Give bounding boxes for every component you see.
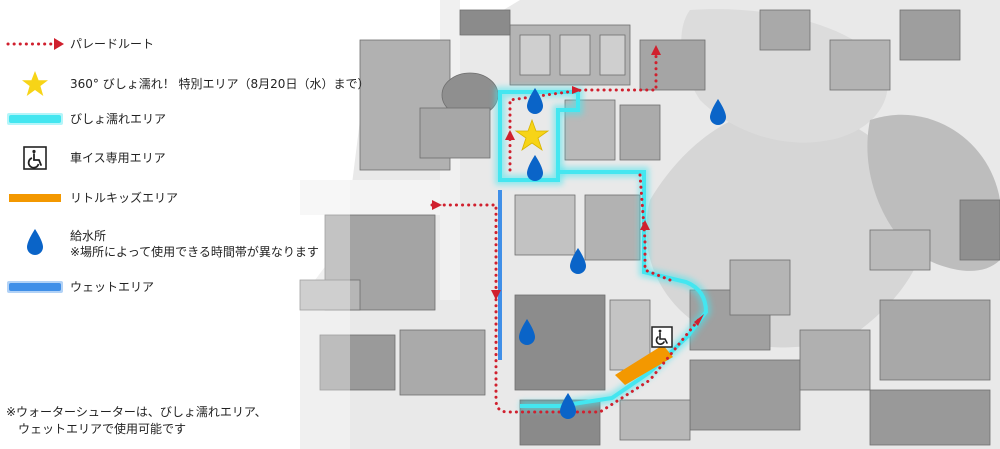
legend-label-water-station-note: ※場所によって使用できる時間帯が異なります <box>70 245 319 259</box>
water-drop-icon <box>710 99 726 125</box>
legend-label-parade-route: パレードルート <box>70 37 155 51</box>
star-icon <box>0 70 70 98</box>
water-drop-icon <box>527 88 543 114</box>
special-zone-star <box>514 118 550 152</box>
soak-zone-area <box>495 87 712 411</box>
legend-label-water-station: 給水所 <box>70 229 107 243</box>
legend-row-kids-zone: リトルキッズエリア <box>0 190 178 206</box>
water-drop-icon <box>519 319 535 345</box>
legend-row-water-station: 給水所 ※場所によって使用できる時間帯が異なります <box>0 228 319 260</box>
water-drop-icon <box>560 393 576 419</box>
water-drop-icon <box>527 155 543 181</box>
legend-label-soak-zone: びしょ濡れエリア <box>70 112 167 126</box>
water-drop-icon <box>570 248 586 274</box>
legend-row-wheelchair-zone: 車イス専用エリア <box>0 146 166 170</box>
wheelchair-zone-marker <box>651 326 673 348</box>
map-legend: パレードルート 360° びしょ濡れ！ 特別エリア（8月20日（水）まで） びし… <box>0 0 369 449</box>
legend-label-wet-zone: ウェットエリア <box>70 280 155 294</box>
water-drop-icon <box>0 228 70 256</box>
note-line-2: ウェットエリアで使用可能です <box>18 422 187 436</box>
map-buildings <box>299 9 1000 446</box>
parade-route-arrows <box>432 45 704 326</box>
legend-row-soak-zone: びしょ濡れエリア <box>0 110 166 128</box>
kids-zone-swatch <box>0 192 70 204</box>
legend-label-kids-zone: リトルキッズエリア <box>70 191 179 205</box>
water-stations <box>519 88 726 419</box>
soak-zone-swatch <box>0 110 70 128</box>
water-shooter-note: ※ウォーターシューターは、びしょ濡れエリア、 ウェットエリアで使用可能です <box>6 404 267 438</box>
legend-label-wheelchair-zone: 車イス専用エリア <box>70 151 166 165</box>
parade-route-path <box>430 48 702 414</box>
legend-row-wet-zone: ウェットエリア <box>0 278 154 296</box>
legend-row-special-zone: 360° びしょ濡れ！ 特別エリア（8月20日（水）まで） <box>0 70 369 98</box>
kids-zone-area <box>615 345 673 385</box>
wheelchair-icon <box>23 146 47 170</box>
dotted-arrow-icon <box>0 37 70 51</box>
legend-label-special-zone: 360° びしょ濡れ！ 特別エリア（8月20日（水）まで） <box>70 77 370 91</box>
wet-zone-swatch <box>0 278 70 296</box>
note-line-1: ※ウォーターシューターは、びしょ濡れエリア、 <box>6 405 267 419</box>
wheelchair-icon <box>655 329 668 345</box>
legend-row-parade-route: パレードルート <box>0 36 154 52</box>
